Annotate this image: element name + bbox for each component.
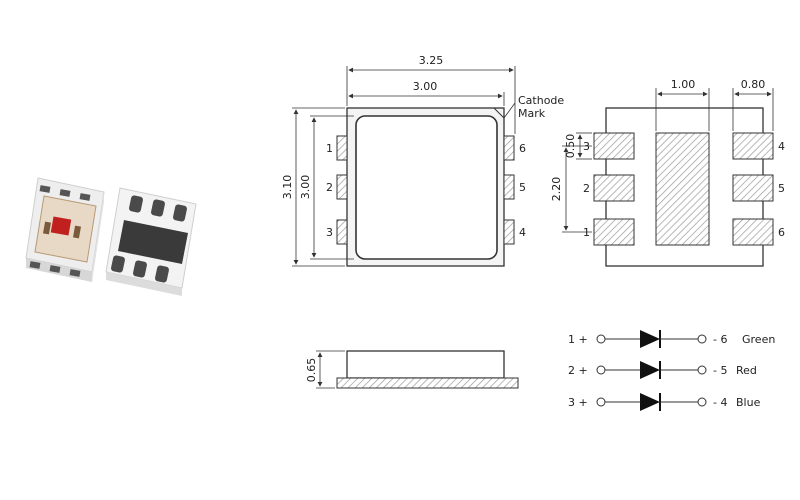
bottom-pad-3 [593, 132, 635, 160]
circuit-anode-1: 1 + [568, 333, 588, 346]
bottom-pad-2 [593, 174, 635, 202]
product-photo-top [25, 177, 105, 282]
dim-thickness: 0.65 [305, 358, 318, 383]
bottom-center-pad [655, 132, 710, 246]
circuit-color-red: Red [736, 364, 757, 377]
circuit-cathode-5: - 5 [713, 364, 727, 377]
cathode-label-line2: Mark [518, 107, 546, 120]
dim-outer-pad-width: 0.80 [741, 78, 766, 91]
rgb-led-chip-bottom-icon [105, 187, 197, 296]
bottom-pad-1 [593, 218, 635, 246]
dim-body-width: 3.00 [413, 80, 438, 93]
top-view [292, 66, 516, 267]
bottom-pin-label-1: 1 [583, 226, 590, 239]
top-pin-3 [336, 219, 348, 245]
dim-pad-height: 0.50 [564, 134, 577, 159]
bottom-pad-4 [732, 132, 774, 160]
diode-symbol-icon [640, 330, 661, 348]
top-pin-label-4: 4 [519, 226, 526, 239]
bottom-view [562, 88, 774, 267]
dim-overall-width: 3.25 [419, 54, 444, 67]
top-pin-4 [503, 219, 515, 245]
circuit-anode-2: 2 + [568, 364, 588, 377]
bottom-pin-label-6: 6 [778, 226, 785, 239]
bottom-pin-label-4: 4 [778, 140, 785, 153]
bottom-pad-5 [732, 174, 774, 202]
side-view-body [346, 350, 505, 379]
top-view-window [355, 115, 498, 260]
bottom-pin-label-5: 5 [778, 182, 785, 195]
circuit-color-green: Green [742, 333, 775, 346]
bottom-pad-6 [732, 218, 774, 246]
top-pin-label-1: 1 [326, 142, 333, 155]
product-photo-bottom [105, 187, 197, 296]
bottom-view-labels: 1.00 0.80 0.50 2.20 3 2 1 4 5 6 [550, 78, 785, 239]
circuit-cathode-6: - 6 [713, 333, 727, 346]
bottom-pin-label-3: 3 [583, 140, 590, 153]
circuit-color-blue: Blue [736, 396, 761, 409]
circuit-row-red: 2 + - 5 Red [568, 361, 757, 379]
rgb-led-chip-top-icon [25, 177, 105, 282]
top-pin-label-5: 5 [519, 181, 526, 194]
circuit-row-blue: 3 + - 4 Blue [568, 393, 761, 411]
top-pin-label-6: 6 [519, 142, 526, 155]
top-pin-1 [336, 135, 348, 161]
top-pin-label-2: 2 [326, 181, 333, 194]
cathode-label-line1: Cathode [518, 94, 564, 107]
circuit-anode-3: 3 + [568, 396, 588, 409]
dim-body-height: 3.00 [299, 175, 312, 200]
cathode-mark [493, 107, 505, 119]
side-view-leads [336, 377, 519, 389]
dim-pad-span: 2.20 [550, 177, 563, 202]
top-pin-label-3: 3 [326, 226, 333, 239]
side-view [316, 350, 519, 389]
circuit-diagram: 1 + - 6 Green 2 + - 5 Red [568, 330, 775, 411]
bottom-pin-label-2: 2 [583, 182, 590, 195]
top-pin-5 [503, 174, 515, 200]
top-pin-2 [336, 174, 348, 200]
diode-symbol-icon [640, 361, 661, 379]
top-pin-6 [503, 135, 515, 161]
dim-overall-height: 3.10 [281, 175, 294, 200]
dim-center-pad-width: 1.00 [671, 78, 696, 91]
circuit-cathode-4: - 4 [713, 396, 727, 409]
diode-symbol-icon [640, 393, 661, 411]
top-view-labels: 3.25 3.00 3.10 3.00 Cathode Mark 1 2 3 6… [281, 54, 564, 239]
circuit-row-green: 1 + - 6 Green [568, 330, 775, 348]
